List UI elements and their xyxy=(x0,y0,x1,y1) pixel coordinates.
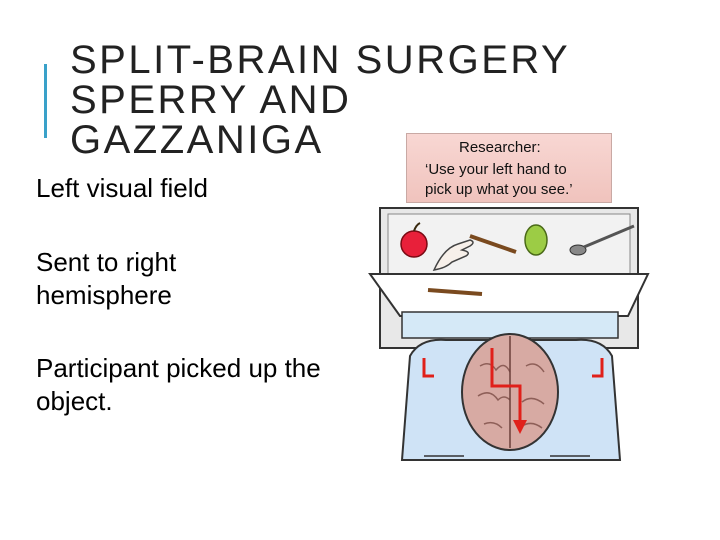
apple-icon xyxy=(400,230,428,258)
left-hand-icon xyxy=(432,239,474,271)
title-line-1: SPLIT-BRAIN SURGERY xyxy=(70,38,571,82)
signal-path-arrow xyxy=(490,348,522,422)
callout-line-2: ‘Use your left hand to xyxy=(425,161,567,178)
title-line-3: GAZZANIGA xyxy=(70,118,324,162)
hidden-pencil-icon xyxy=(427,288,483,296)
bullet-left-visual-field: Left visual field xyxy=(36,173,208,203)
callout-line-1: Researcher: xyxy=(459,139,541,156)
callout-line-3: pick up what you see.’ xyxy=(425,181,573,198)
title-accent-bar xyxy=(44,64,47,138)
bullet-picked-up-object: Participant picked up the object. xyxy=(36,353,321,416)
bullet-right-hemisphere: Sent to right hemisphere xyxy=(36,247,177,310)
split-brain-experiment-illustration xyxy=(368,207,650,461)
spoon-icon xyxy=(569,244,587,256)
researcher-callout: Researcher: ‘Use your left hand to pick … xyxy=(406,133,612,203)
arrow-head-icon xyxy=(513,420,527,434)
slide-title: SPLIT-BRAIN SURGERY SPERRY AND GAZZANIGA xyxy=(70,40,630,160)
title-line-2: SPERRY AND xyxy=(70,78,352,122)
concealing-box xyxy=(368,273,650,317)
pencil-icon xyxy=(469,234,517,254)
pear-icon xyxy=(524,224,548,256)
